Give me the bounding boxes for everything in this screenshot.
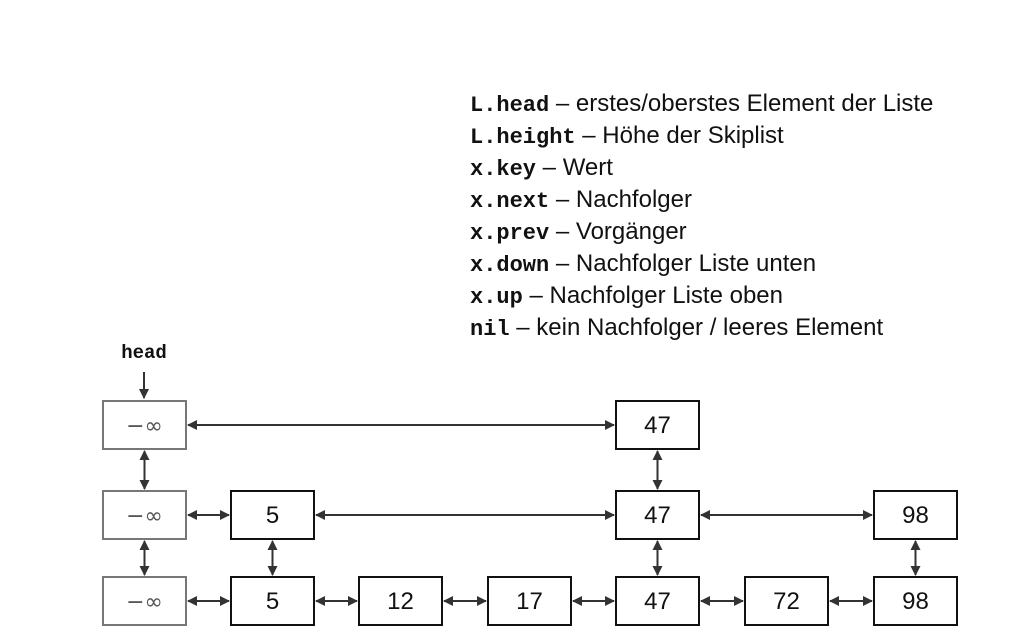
legend-term: L.height xyxy=(470,125,576,150)
skiplist-node: 47 xyxy=(615,576,700,626)
legend-description: – erstes/oberstes Element der Liste xyxy=(549,90,934,117)
skiplist-node: 98 xyxy=(873,490,958,540)
skiplist-node: 17 xyxy=(487,576,572,626)
legend-term: x.prev xyxy=(470,221,550,246)
skiplist-node: 12 xyxy=(358,576,443,626)
legend-term: L.head xyxy=(470,93,550,118)
node-key: −∞ xyxy=(126,504,163,529)
legend-row: nil – kein Nachfolger / leeres Element xyxy=(470,312,933,344)
node-rect xyxy=(230,490,315,540)
legend-term: nil xyxy=(470,317,510,342)
node-rect xyxy=(615,400,700,450)
legend-description: – Nachfolger xyxy=(549,186,692,213)
legend: L.head – erstes/oberstes Element der Lis… xyxy=(470,88,933,344)
node-rect xyxy=(873,576,958,626)
sentinel-node: −∞ xyxy=(102,576,187,626)
node-rect xyxy=(102,490,187,540)
node-rect xyxy=(102,400,187,450)
node-key: −∞ xyxy=(126,590,163,615)
legend-term: x.key xyxy=(470,157,537,182)
legend-row: x.prev – Vorgänger xyxy=(470,216,933,248)
legend-description: – kein Nachfolger / leeres Element xyxy=(509,314,884,341)
node-key: 98 xyxy=(902,588,929,615)
skiplist-node: 72 xyxy=(744,576,829,626)
legend-row: x.key – Wert xyxy=(470,152,933,184)
legend-row: x.next – Nachfolger xyxy=(470,184,933,216)
node-rect xyxy=(744,576,829,626)
node-key: 5 xyxy=(266,502,279,529)
legend-description: – Nachfolger Liste oben xyxy=(522,282,783,309)
node-rect xyxy=(615,490,700,540)
node-key: 98 xyxy=(902,502,929,529)
legend-term: x.up xyxy=(470,285,523,310)
skiplist-node: 5 xyxy=(230,576,315,626)
legend-row: L.head – erstes/oberstes Element der Lis… xyxy=(470,88,933,120)
legend-description: – Wert xyxy=(536,154,613,181)
node-rect xyxy=(873,490,958,540)
skiplist-node: 47 xyxy=(615,400,700,450)
legend-description: – Nachfolger Liste unten xyxy=(549,250,817,277)
sentinel-node: −∞ xyxy=(102,490,187,540)
head-label: head xyxy=(121,342,167,364)
skiplist-node: 47 xyxy=(615,490,700,540)
node-key: 47 xyxy=(644,588,671,615)
skiplist-node: 5 xyxy=(230,490,315,540)
legend-row: L.height – Höhe der Skiplist xyxy=(470,120,933,152)
node-rect xyxy=(230,576,315,626)
node-key: 17 xyxy=(516,588,543,615)
node-rect xyxy=(487,576,572,626)
nodes: −∞ 47 −∞ 5 47 98 −∞ 5 12 17 47 72 98 xyxy=(102,400,958,626)
node-key: 5 xyxy=(266,588,279,615)
legend-row: x.down – Nachfolger Liste unten xyxy=(470,248,933,280)
sentinel-node: −∞ xyxy=(102,400,187,450)
node-key: 12 xyxy=(387,588,414,615)
node-key: −∞ xyxy=(126,414,163,439)
legend-term: x.next xyxy=(470,189,550,214)
node-key: 47 xyxy=(644,412,671,439)
legend-row: x.up – Nachfolger Liste oben xyxy=(470,280,933,312)
legend-description: – Höhe der Skiplist xyxy=(575,122,784,149)
node-rect xyxy=(615,576,700,626)
node-rect xyxy=(358,576,443,626)
legend-description: – Vorgänger xyxy=(549,218,687,245)
legend-term: x.down xyxy=(470,253,550,278)
links xyxy=(139,420,921,606)
node-rect xyxy=(102,576,187,626)
node-key: 47 xyxy=(644,502,671,529)
skiplist-node: 98 xyxy=(873,576,958,626)
node-key: 72 xyxy=(773,588,800,615)
